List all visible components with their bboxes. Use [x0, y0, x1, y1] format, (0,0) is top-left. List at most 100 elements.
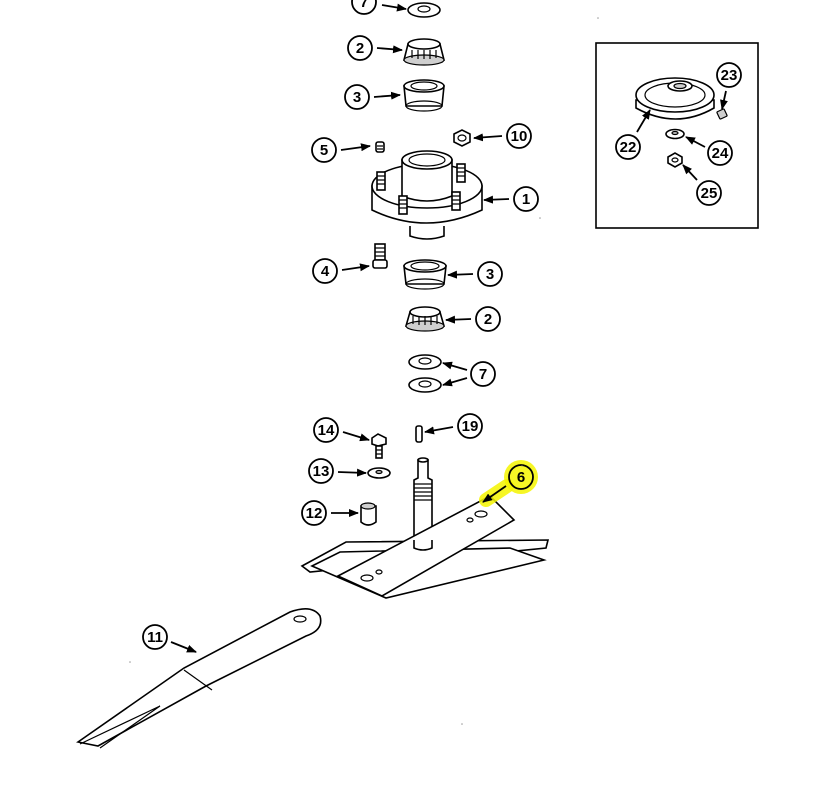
- set-screw-part: [716, 108, 728, 120]
- callout-c7-bottom: 7: [442, 361, 496, 387]
- callout-label: 3: [486, 266, 494, 283]
- callout-c4: 4: [312, 258, 370, 284]
- callout-c2-bottom: 2: [445, 306, 501, 332]
- callout-c1: 1: [483, 186, 539, 212]
- callout-c22: 22: [615, 109, 651, 160]
- callout-label: 2: [356, 40, 364, 57]
- callout-label: 23: [721, 67, 738, 84]
- callout-c13: 13: [308, 458, 367, 484]
- callout-label: 5: [320, 142, 328, 159]
- callout-leader-arrow: [445, 315, 472, 324]
- callout-leader-arrow: [483, 195, 510, 204]
- callout-bubble: [716, 62, 742, 88]
- bearing-cone-top-part: [402, 38, 446, 66]
- stud-bolt-part: [372, 243, 388, 269]
- callout-label: 4: [321, 263, 330, 280]
- callout-leader-arrow: [482, 485, 507, 503]
- nut-10-part: [453, 129, 471, 147]
- callout-leader-arrow: [342, 431, 370, 442]
- callout-label: 22: [620, 139, 637, 156]
- callout-leader-arrow: [341, 263, 370, 272]
- washer-24-part: [665, 128, 685, 140]
- bearing-cup-top-part: [403, 79, 445, 112]
- callout-bubble: [142, 624, 168, 650]
- callout-label: 14: [318, 422, 335, 439]
- callout-bubble: [475, 306, 501, 332]
- callout-leader-arrow: [340, 143, 371, 152]
- callout-c23: 23: [716, 62, 742, 110]
- callout-c3-bottom: 3: [447, 261, 503, 287]
- callout-label: 25: [701, 185, 718, 202]
- callout-bubble: [311, 137, 337, 163]
- washers-bottom-part: [408, 354, 442, 393]
- callout-c5: 5: [311, 137, 371, 163]
- blade-adapter-part: [300, 495, 550, 599]
- callout-bubble: [470, 361, 496, 387]
- callout-c7-top: 7: [351, 0, 407, 15]
- callout-bubble: [477, 261, 503, 287]
- spindle-shaft-part: [413, 457, 433, 547]
- callout-bubble: [308, 458, 334, 484]
- callout-bubble: [347, 35, 373, 61]
- spindle-housing-part: [371, 150, 483, 240]
- callout-c24: 24: [685, 136, 733, 166]
- callout-leader-arrow: [720, 90, 728, 110]
- scan-specks: [129, 17, 599, 725]
- callout-c2-top: 2: [347, 35, 403, 61]
- callout-leader-arrow: [442, 377, 468, 387]
- callout-leader-arrow: [337, 468, 367, 477]
- washer-top-part: [407, 2, 441, 18]
- callout-leader-arrow: [424, 426, 454, 435]
- callout-leader-arrow: [376, 45, 403, 54]
- callout-leader-arrow: [373, 91, 401, 100]
- bearing-cup-bottom-part: [403, 259, 447, 290]
- callout-leader-arrow: [170, 641, 197, 653]
- callout-bubble: [312, 258, 338, 284]
- bearing-cone-bottom-part: [404, 306, 446, 332]
- grease-fitting-part: [375, 141, 385, 153]
- callout-leader-arrow: [685, 136, 706, 148]
- callout-label: 1: [522, 191, 530, 208]
- callout-label: 6: [517, 469, 525, 486]
- callout-bubble: [301, 500, 327, 526]
- callout-c3-top: 3: [344, 84, 401, 110]
- callout-c25: 25: [682, 164, 722, 206]
- callout-c10: 10: [473, 123, 532, 149]
- nut-25-part: [667, 152, 683, 168]
- callout-label: 11: [147, 629, 163, 646]
- callout-label: 24: [712, 145, 729, 162]
- callout-leader-arrow: [473, 133, 503, 142]
- callout-bubble: [696, 180, 722, 206]
- callout-label: 3: [353, 89, 361, 106]
- callout-label: 2: [484, 311, 492, 328]
- callout-label: 7: [360, 0, 368, 11]
- callout-c14: 14: [313, 417, 370, 443]
- callout-bubble: [506, 123, 532, 149]
- callout-c6: 6: [482, 464, 534, 503]
- callout-label: 13: [313, 463, 330, 480]
- callout-bubble: [508, 464, 534, 490]
- callout-bubble: [344, 84, 370, 110]
- callout-label: 19: [462, 418, 479, 435]
- callout-leader-arrow: [447, 270, 474, 279]
- callout-bubble: [457, 413, 483, 439]
- mower-blade-part: [76, 608, 322, 749]
- callout-bubble: [351, 0, 377, 15]
- callout-leader-arrow: [682, 164, 698, 181]
- callout-label: 10: [511, 128, 528, 145]
- callout-bubble: [707, 140, 733, 166]
- pin-19-part: [415, 425, 423, 443]
- callout-bubble: [513, 186, 539, 212]
- callout-label: 7: [479, 366, 487, 383]
- callout-bubble: [615, 134, 641, 160]
- callout-bubble: [313, 417, 339, 443]
- callout-c11: 11: [142, 624, 197, 653]
- bolt-14-part: [371, 433, 387, 459]
- washer-13-part: [367, 467, 391, 479]
- callout-leader-arrow: [442, 361, 468, 371]
- pulley-part: [635, 77, 715, 120]
- callout-leader-arrow: [636, 109, 651, 133]
- callout-c12: 12: [301, 500, 359, 526]
